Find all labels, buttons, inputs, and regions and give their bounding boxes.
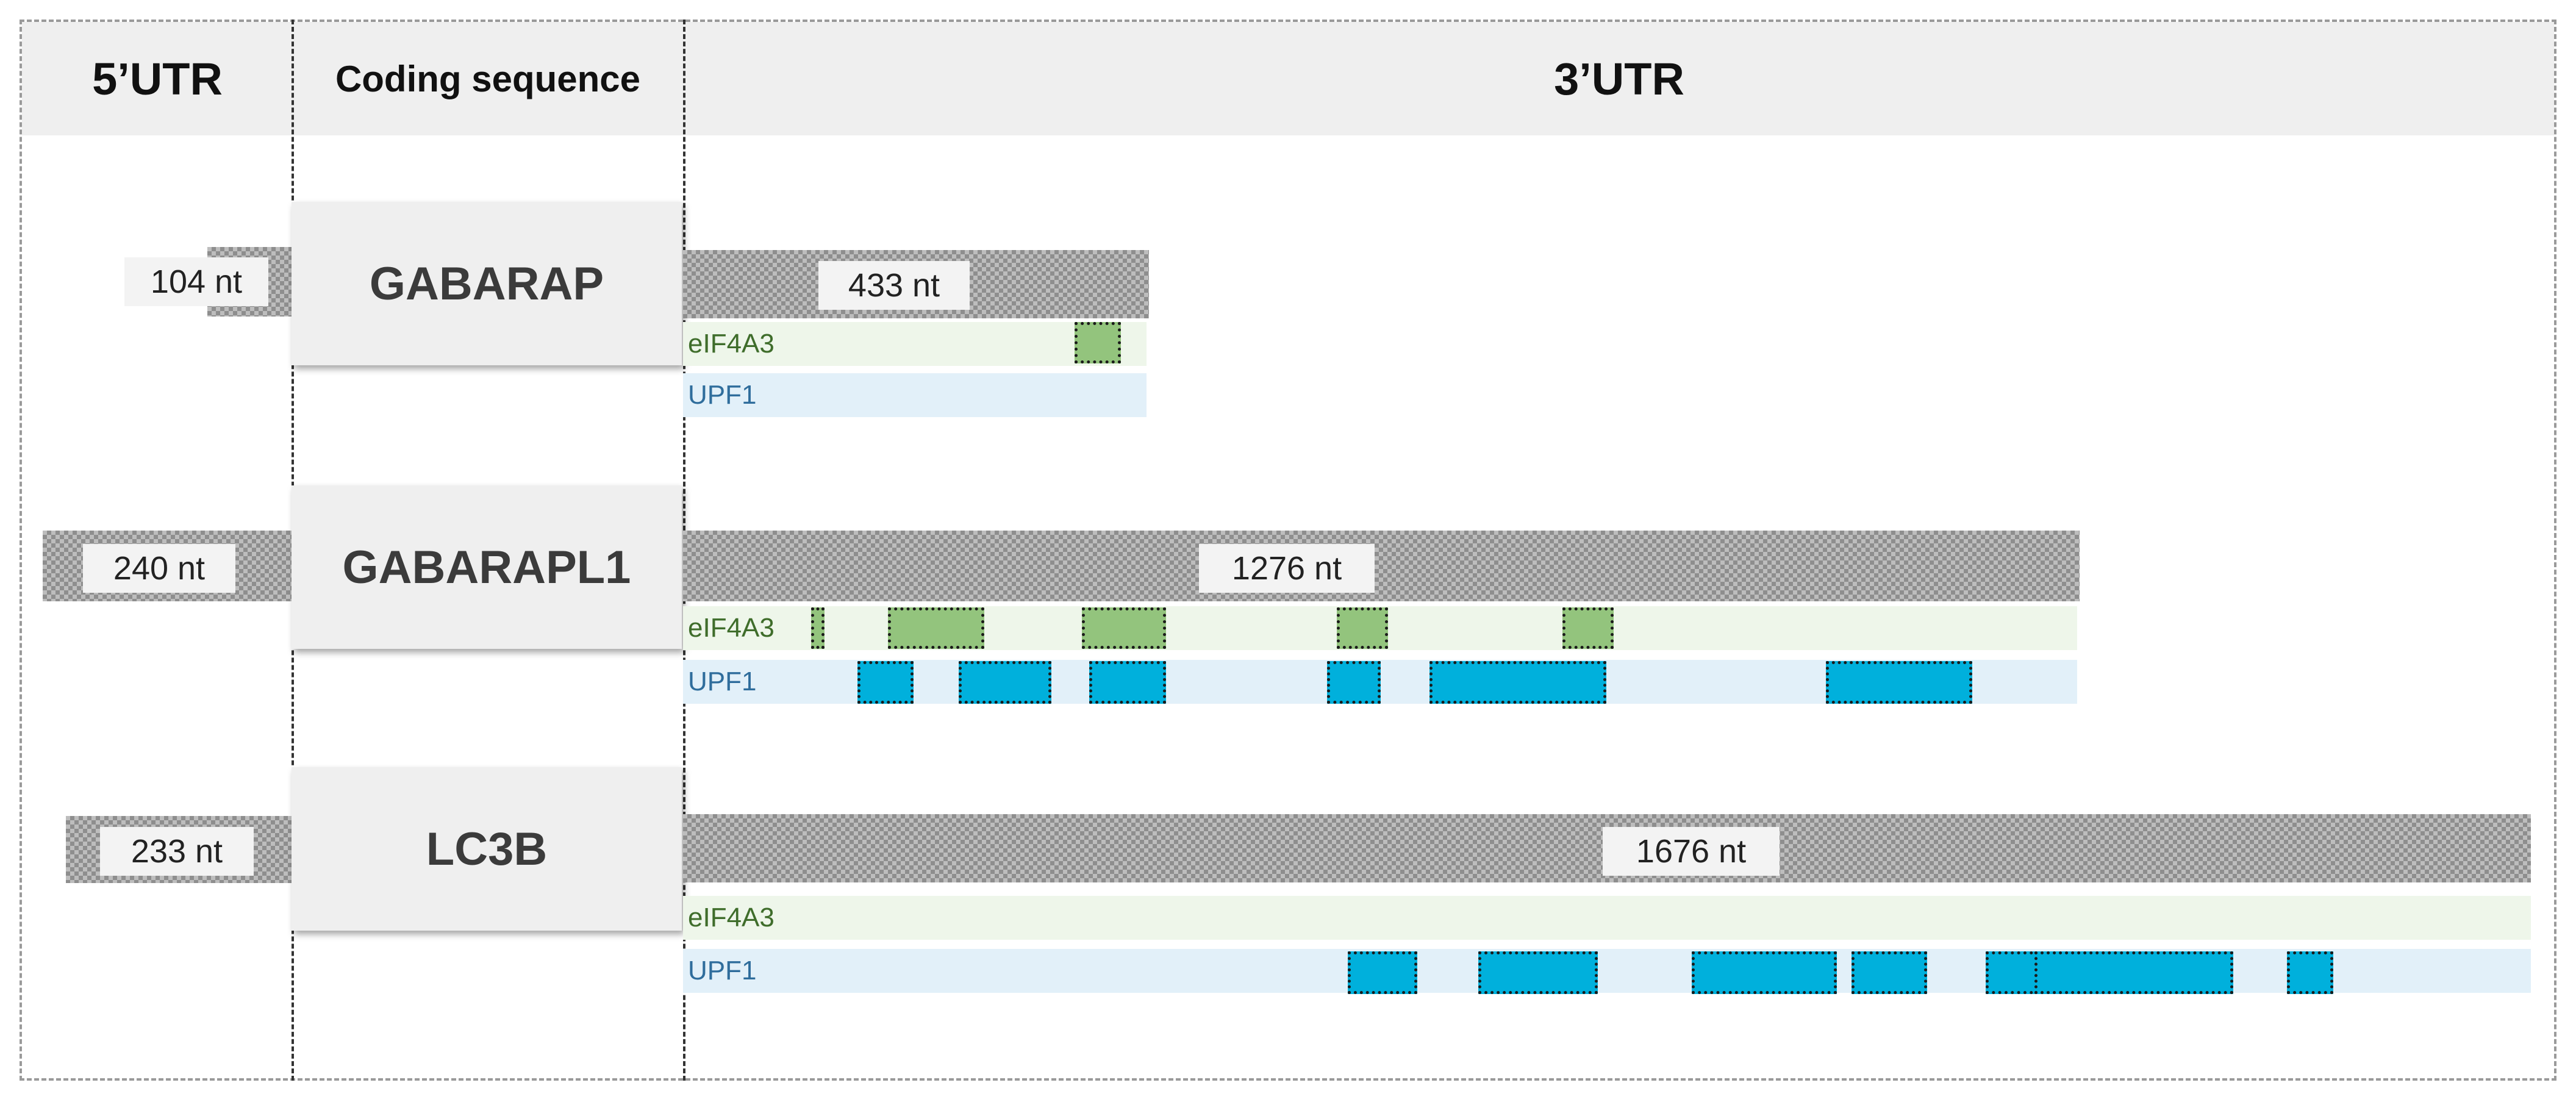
header-coding-sequence: Coding sequence (335, 58, 641, 99)
lc3b-upf1-segment (1692, 951, 1837, 994)
gabarapl1-5utr-length: 240 nt (83, 544, 235, 593)
gabarapl1-upf1-segment (857, 661, 914, 704)
lc3b-upf1-segment (1348, 951, 1417, 994)
lc3b-upf1-track: UPF1 (683, 949, 2531, 993)
gabarapl1-eif4a3-segment (1082, 607, 1166, 649)
gabarapl1-cds-box: GABARAPL1 (292, 485, 682, 649)
gabarapl1-upf1-segment (1429, 661, 1606, 704)
gabarapl1-upf1-segment (1089, 661, 1166, 704)
gabarapl1-eif4a3-segment (1337, 607, 1388, 649)
gabarap-5utr-length: 104 nt (124, 257, 268, 306)
header-3utr: 3’UTR (1554, 53, 1684, 104)
gabarapl1-3utr-length: 1276 nt (1199, 544, 1375, 593)
gabarapl1-upf1-segment (1826, 661, 1972, 704)
gabarapl1-upf1-segment (959, 661, 1051, 704)
lc3b-upf1-segment (1852, 951, 1927, 994)
lc3b-eif4a3-track: eIF4A3 (683, 896, 2531, 940)
gabarap-eif4a3-segment (1075, 322, 1121, 363)
gabarap-upf1-label: UPF1 (688, 380, 757, 410)
diagram-frame (20, 20, 2556, 1081)
lc3b-upf1-label: UPF1 (688, 956, 757, 986)
lc3b-upf1-segment (2287, 951, 2333, 994)
lc3b-5utr-length: 233 nt (100, 827, 254, 876)
lc3b-upf1-segment (1478, 951, 1598, 994)
gabarap-3utr-length: 433 nt (818, 261, 970, 310)
gabarapl1-3utr-bar (683, 531, 2080, 601)
header-5utr: 5’UTR (92, 53, 223, 104)
lc3b-3utr-length: 1676 nt (1603, 827, 1780, 876)
lc3b-eif4a3-label: eIF4A3 (688, 903, 775, 932)
gabarapl1-eif4a3-label: eIF4A3 (688, 613, 775, 643)
lc3b-cds-box: LC3B (292, 767, 682, 931)
gabarapl1-eif4a3-segment (1562, 607, 1614, 649)
gabarap-upf1-track: UPF1 (683, 373, 1147, 417)
gabarap-eif4a3-track: eIF4A3 (683, 322, 1147, 366)
gabarapl1-eif4a3-segment (811, 607, 825, 649)
gabarap-eif4a3-label: eIF4A3 (688, 329, 775, 359)
gabarapl1-upf1-label: UPF1 (688, 667, 757, 696)
header-band (22, 22, 2554, 135)
lc3b-upf1-segment (2034, 951, 2233, 994)
gabarapl1-eif4a3-segment (888, 607, 984, 649)
gabarap-cds-box: GABARAP (292, 202, 682, 365)
gabarapl1-upf1-segment (1327, 661, 1381, 704)
